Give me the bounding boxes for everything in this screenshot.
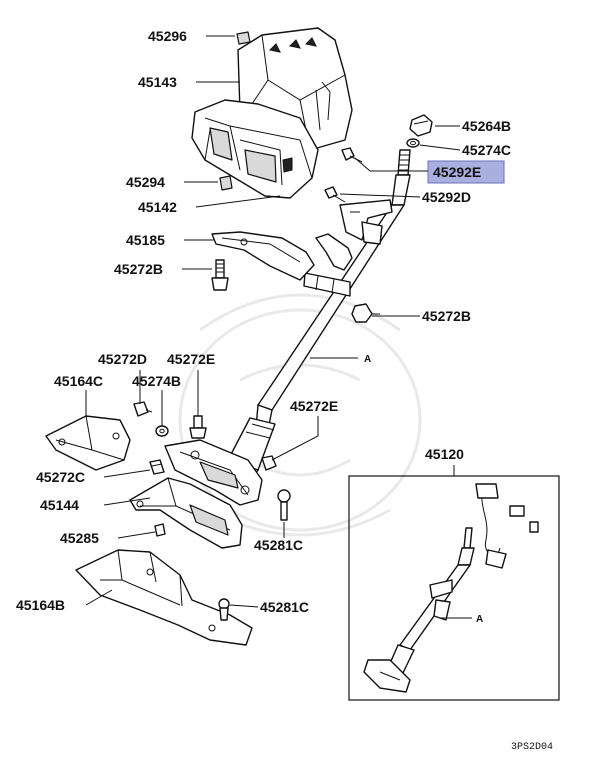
label-45281C-low: 45281C bbox=[260, 599, 309, 615]
bolt-45272B-left[interactable] bbox=[211, 259, 229, 291]
label-45272B-right: 45272B bbox=[422, 308, 471, 324]
bolt-45272B-right[interactable] bbox=[351, 303, 380, 323]
bolt-45272C[interactable] bbox=[149, 459, 165, 475]
label-45281C-mid: 45281C bbox=[254, 537, 303, 553]
washer-45274B[interactable] bbox=[155, 425, 169, 437]
wiring-harness-inset[interactable] bbox=[475, 483, 539, 569]
label-45164B: 45164B bbox=[16, 597, 65, 613]
label-45164C: 45164C bbox=[54, 373, 103, 389]
nut-45264B[interactable] bbox=[409, 114, 433, 137]
cover-lower-45164B[interactable] bbox=[75, 549, 253, 646]
washer-45274C[interactable] bbox=[406, 138, 420, 148]
label-45285: 45285 bbox=[60, 530, 99, 546]
label-45292D: 45292D bbox=[422, 189, 471, 205]
highlight-box-45292E bbox=[427, 160, 505, 184]
steering-column-assembly-inset[interactable] bbox=[363, 527, 475, 693]
label-45294: 45294 bbox=[126, 174, 165, 190]
label-45272D: 45272D bbox=[98, 351, 147, 367]
clip-45285[interactable] bbox=[154, 523, 166, 537]
label-45272C: 45272C bbox=[36, 469, 85, 485]
label-45274C: 45274C bbox=[462, 142, 511, 158]
bolt-45292D[interactable] bbox=[324, 186, 346, 203]
label-45142: 45142 bbox=[138, 199, 177, 215]
label-45144: 45144 bbox=[40, 497, 79, 513]
label-45272B-left: 45272B bbox=[114, 261, 163, 277]
label-A-main: A bbox=[364, 354, 371, 365]
diagram-code: 3PS2D04 bbox=[511, 742, 553, 753]
column-lower-mount-plate[interactable] bbox=[164, 439, 263, 506]
bolt-45272D[interactable] bbox=[133, 401, 153, 417]
part-labels: 45296 45143 45264B 45274C 45292E 45294 4… bbox=[16, 28, 553, 753]
label-45274B: 45274B bbox=[132, 373, 181, 389]
clip-45296[interactable] bbox=[236, 31, 251, 45]
bolt-45281C-mid[interactable] bbox=[277, 489, 291, 521]
column-cover-lower-45142[interactable] bbox=[191, 99, 319, 199]
label-45296: 45296 bbox=[148, 28, 187, 44]
bolt-45292E[interactable] bbox=[341, 147, 363, 163]
clip-45294[interactable] bbox=[219, 175, 233, 191]
label-45185: 45185 bbox=[126, 232, 165, 248]
watermark-emblem bbox=[178, 293, 422, 537]
label-45292E[interactable]: 45292E bbox=[433, 164, 481, 180]
bracket-45144[interactable] bbox=[129, 477, 243, 549]
label-45272E-mid: 45272E bbox=[290, 398, 338, 414]
bracket-45164C[interactable] bbox=[45, 415, 131, 471]
label-45120: 45120 bbox=[425, 446, 464, 462]
label-45143: 45143 bbox=[138, 74, 177, 90]
label-45264B: 45264B bbox=[462, 118, 511, 134]
bolt-45281C-low[interactable] bbox=[218, 598, 230, 621]
label-A-inset: A bbox=[476, 614, 483, 625]
leader-lines bbox=[85, 35, 472, 619]
label-45272E-top: 45272E bbox=[167, 351, 215, 367]
bolt-45272E-top[interactable] bbox=[189, 415, 207, 439]
bracket-45185[interactable] bbox=[211, 231, 315, 281]
